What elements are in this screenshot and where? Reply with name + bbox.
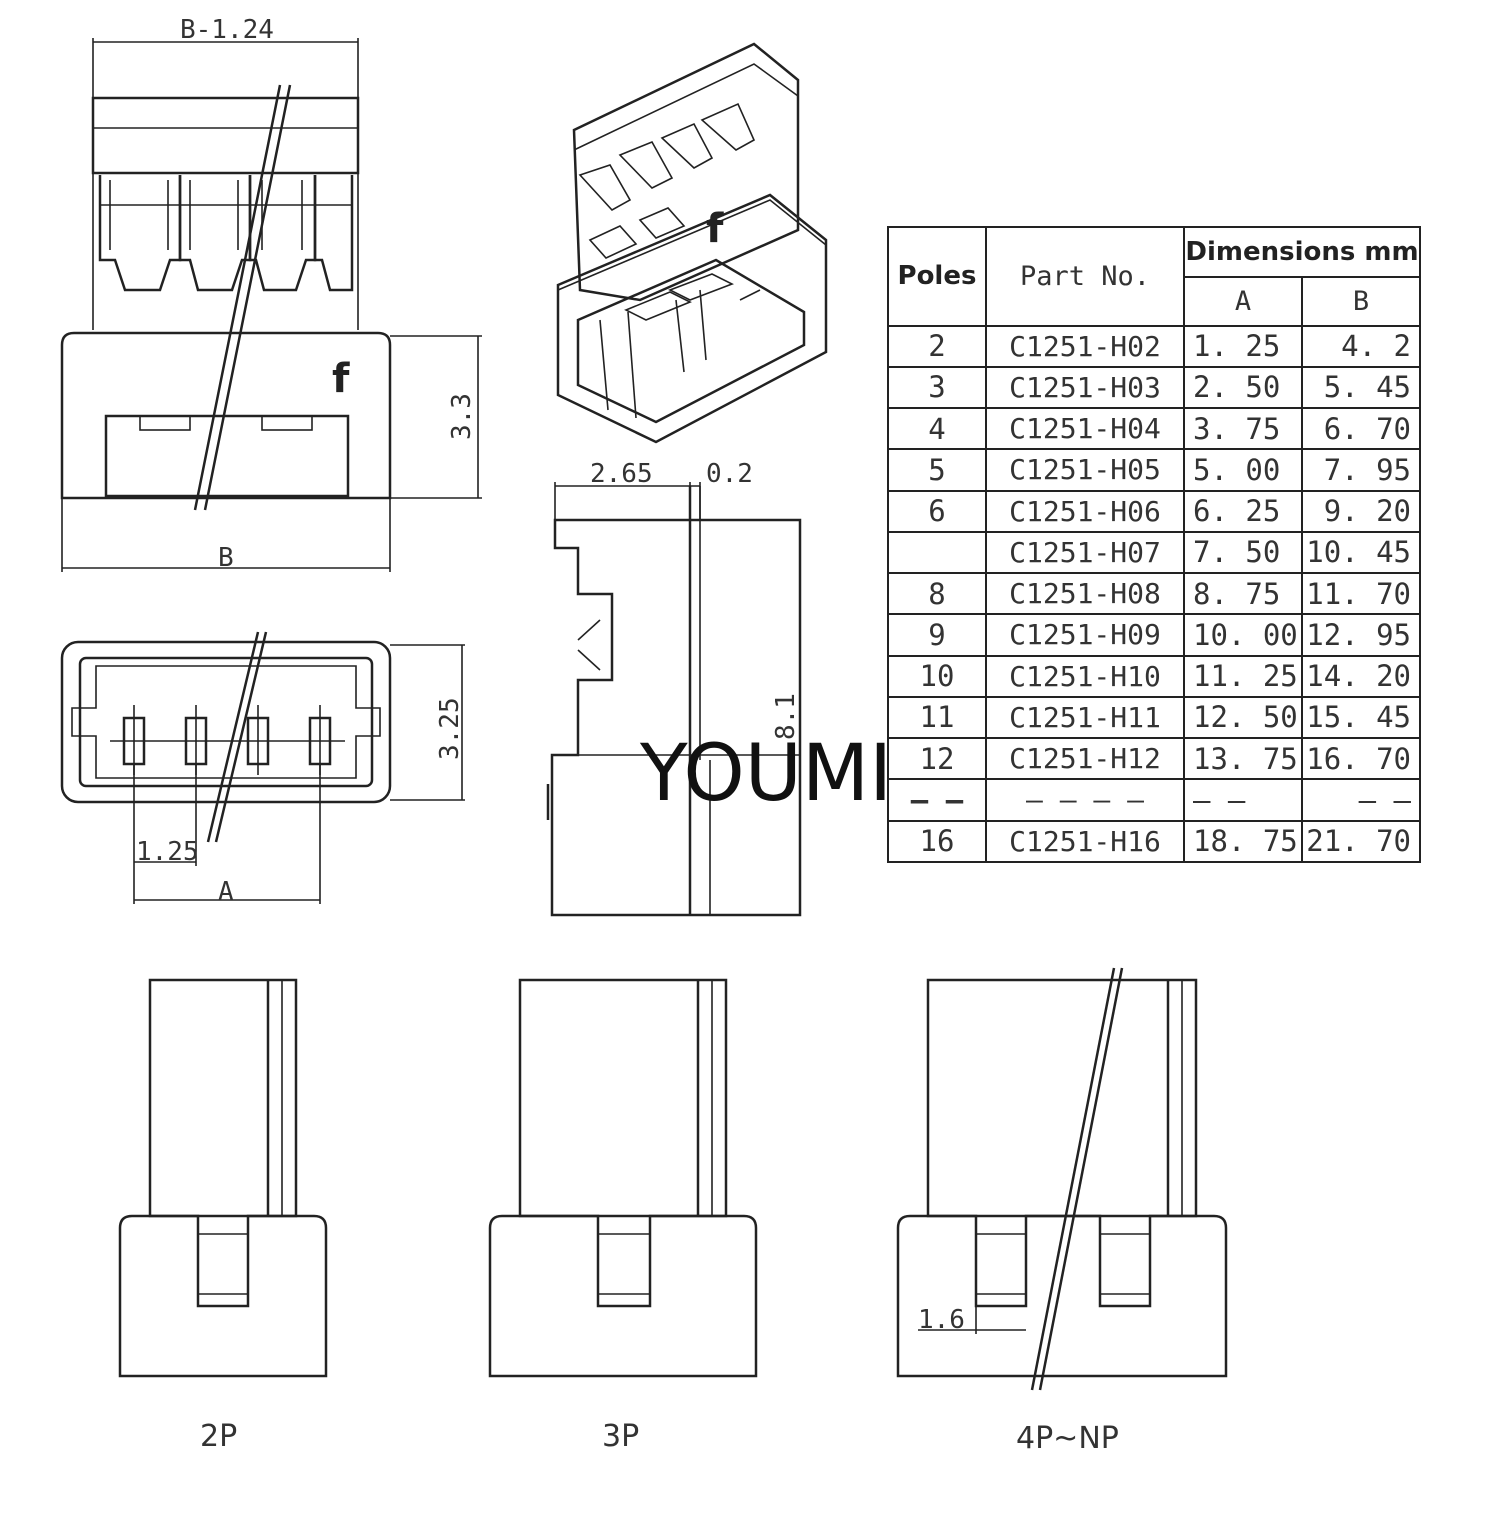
cell-poles: 5 [887, 448, 987, 492]
variant-np: 1.6 4P~NP [896, 967, 1228, 1456]
cell-b: 14. 20 [1300, 654, 1422, 698]
header-poles: Poles [887, 226, 987, 327]
header-col-b: B [1300, 276, 1422, 327]
cell-part: C1251-H09 [985, 613, 1185, 657]
variant-3p: 3P [488, 978, 758, 1454]
cell-part: – – – – [985, 778, 1185, 822]
dim-b-minus-label: B-1.24 [180, 15, 274, 45]
cell-a: 8. 75 [1183, 572, 1303, 616]
dim-0-2-label: 0.2 [706, 459, 753, 489]
cell-a: 1. 25 [1183, 324, 1303, 368]
dim-b-label: B [218, 543, 234, 573]
cell-part: C1251-H07 [985, 530, 1185, 575]
cell-a: 10. 00 [1183, 613, 1303, 657]
cell-a: 13. 75 [1183, 737, 1303, 781]
cell-poles: 16 [887, 819, 987, 864]
dim-8-1-label: 8.1 [771, 693, 801, 740]
cell-poles: 2 [887, 324, 987, 368]
cell-part: C1251-H05 [985, 448, 1185, 492]
face-view: 3.25 1.25 A [60, 631, 465, 907]
isometric-view: f [556, 42, 828, 444]
dim-a-label: A [218, 877, 234, 907]
cell-b: 10. 45 [1300, 530, 1422, 575]
cell-b: 4. 2 [1300, 324, 1422, 368]
variant-2p: 2P [118, 978, 328, 1454]
watermark-logo: YOUMI [639, 729, 892, 819]
cell-part: C1251-H03 [985, 365, 1185, 410]
dim-pitch-label: 1.25 [136, 837, 199, 867]
cell-poles: 12 [887, 737, 987, 781]
marking-f: f [332, 356, 350, 402]
cell-a: 6. 25 [1183, 489, 1303, 533]
top-view: B-1.24 f 3.3 [60, 15, 482, 573]
header-dimensions: Dimensions mm [1182, 225, 1422, 279]
cell-poles: 4 [887, 407, 987, 451]
cell-a: 12. 50 [1183, 695, 1303, 740]
cell-b: 15. 45 [1300, 695, 1422, 740]
cell-b: 5. 45 [1300, 365, 1422, 410]
side-view: 2.65 0.2 8.1 [546, 459, 802, 917]
cell-poles: 8 [887, 572, 987, 616]
cell-a: 5. 00 [1183, 448, 1303, 492]
cell-a: 11. 25 [1183, 654, 1303, 698]
variant-3p-label: 3P [602, 1419, 639, 1454]
cell-part: C1251-H11 [985, 695, 1185, 740]
cell-poles [887, 530, 987, 575]
dim-1-6-label: 1.6 [918, 1305, 965, 1335]
header-part-no: Part No. [985, 226, 1185, 327]
dim-3-25-label: 3.25 [435, 697, 465, 760]
iso-marking-f: f [706, 206, 724, 252]
cell-poles: 9 [887, 613, 987, 657]
cell-b: 9. 20 [1300, 489, 1422, 533]
dim-2-65-label: 2.65 [590, 459, 653, 489]
cell-b: 16. 70 [1300, 737, 1422, 781]
cell-a: 3. 75 [1183, 407, 1303, 451]
cell-part: C1251-H12 [985, 737, 1185, 781]
cell-a: 2. 50 [1183, 365, 1303, 410]
cell-part: C1251-H08 [985, 572, 1185, 616]
cell-poles: 11 [887, 695, 987, 740]
cell-poles: 6 [887, 489, 987, 533]
cell-b: 6. 70 [1300, 407, 1422, 451]
cell-poles: 3 [887, 365, 987, 410]
cell-a: 18. 75 [1183, 819, 1303, 864]
header-col-a: A [1183, 276, 1303, 327]
contact-slots [98, 175, 354, 292]
cell-b: 7. 95 [1300, 448, 1422, 492]
cell-a: 7. 50 [1183, 530, 1303, 575]
cell-poles: 10 [887, 654, 987, 698]
cell-a: – – [1183, 778, 1303, 822]
cell-b: 21. 70 [1300, 819, 1422, 864]
variant-2p-label: 2P [200, 1419, 237, 1454]
cell-poles: – – [887, 778, 987, 822]
cell-b: – – [1300, 778, 1422, 822]
cell-part: C1251-H06 [985, 489, 1185, 533]
dim-3-3-label: 3.3 [447, 393, 477, 440]
variant-np-label: 4P~NP [1016, 1421, 1119, 1456]
table-row: – –– – – –– –– – [887, 778, 1422, 822]
cell-part: C1251-H02 [985, 324, 1185, 368]
cell-part: C1251-H04 [985, 407, 1185, 451]
cell-b: 12. 95 [1300, 613, 1422, 657]
cell-part: C1251-H10 [985, 654, 1185, 698]
cell-b: 11. 70 [1300, 572, 1422, 616]
cell-part: C1251-H16 [985, 819, 1185, 864]
